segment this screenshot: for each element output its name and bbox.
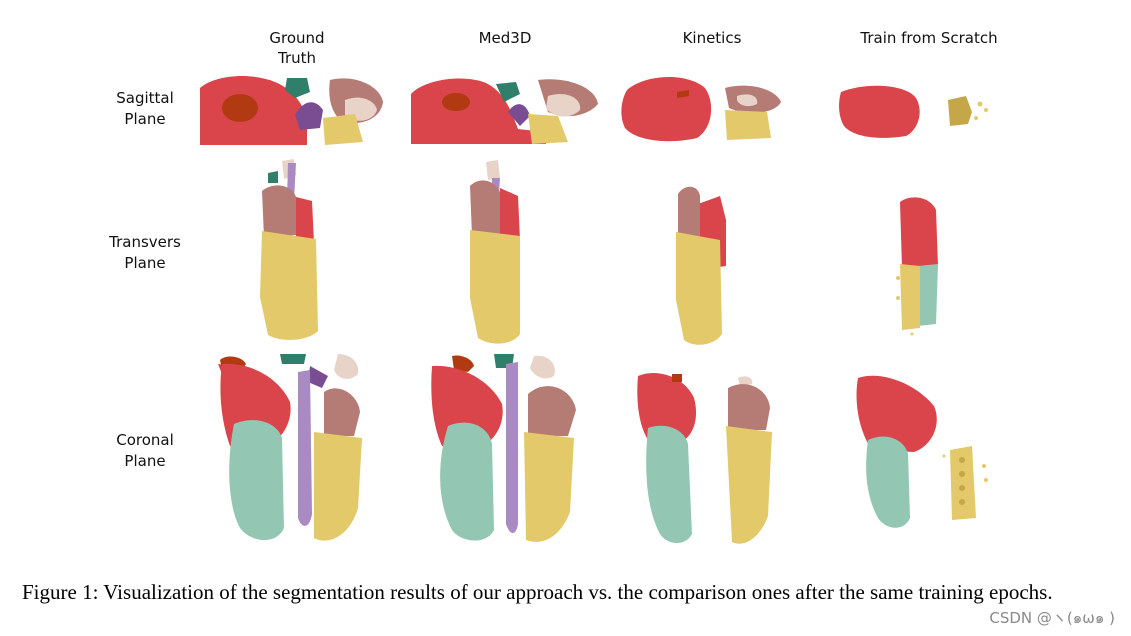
column-header-line: Ground — [269, 29, 325, 47]
coronal-ground-truth-render — [218, 354, 362, 541]
column-header-line: Med3D — [478, 29, 532, 47]
sagittal-ground-truth-render — [200, 76, 383, 145]
column-header-line: Train from Scratch — [860, 29, 998, 47]
row-label-line: Plane — [124, 452, 166, 470]
column-header-line: Truth — [277, 49, 317, 67]
row-label-line: Plane — [124, 254, 166, 272]
coronal-kinetics-render — [637, 372, 772, 544]
sagittal-kinetics-render — [621, 76, 781, 142]
row-label-line: Transvers — [109, 233, 181, 251]
sagittal-train-from-scratch-render — [839, 85, 988, 138]
transverse-med3d-render — [470, 160, 520, 344]
column-header-line: Kinetics — [682, 29, 742, 47]
row-label-transverse: Transvers Plane — [90, 232, 200, 274]
transverse-kinetics-render — [676, 186, 726, 345]
transverse-ground-truth-render — [260, 159, 318, 340]
csdn-watermark: CSDN @ヽ(๑ω๑ ) — [985, 606, 1119, 630]
coronal-train-from-scratch-render — [856, 375, 988, 528]
transverse-train-from-scratch-render — [896, 197, 938, 336]
figure-caption: Figure 1: Visualization of the segmentat… — [22, 580, 1053, 604]
sagittal-med3d-render — [411, 78, 598, 144]
row-label-sagittal: Sagittal Plane — [90, 88, 200, 130]
column-header-ground-truth: Ground Truth — [212, 28, 382, 68]
row-label-line: Coronal — [116, 431, 174, 449]
column-header-med3d: Med3D — [420, 28, 590, 48]
row-label-coronal: Coronal Plane — [90, 430, 200, 472]
row-label-line: Sagittal — [116, 89, 174, 107]
column-header-kinetics: Kinetics — [627, 28, 797, 48]
coronal-med3d-render — [431, 354, 576, 542]
column-header-train-from-scratch: Train from Scratch — [844, 28, 1014, 48]
row-label-line: Plane — [124, 110, 166, 128]
